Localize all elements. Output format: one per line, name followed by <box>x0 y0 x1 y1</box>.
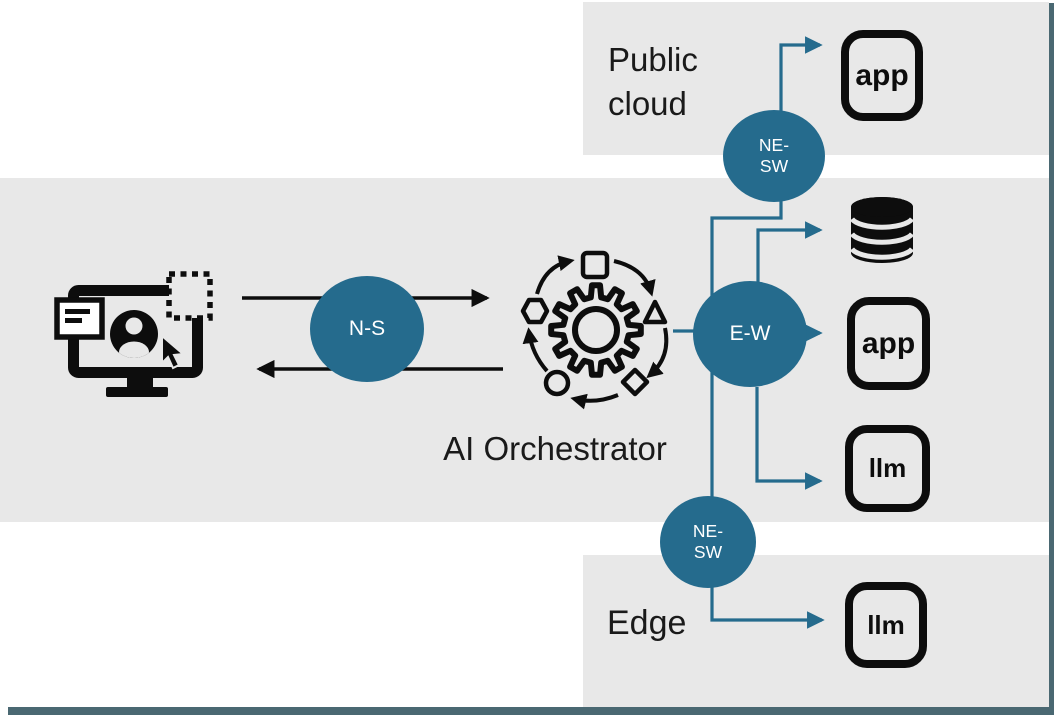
database-icon <box>849 197 915 263</box>
public-cloud-app-label: app <box>855 58 909 92</box>
orchestrator-label: AI Orchestrator <box>443 430 667 467</box>
gateway-north-south: N-S <box>310 276 424 382</box>
llm-node-label: llm <box>868 453 907 483</box>
triangle-shape <box>642 299 668 325</box>
user-workstation-icon <box>54 271 213 397</box>
gateway-east-west: E-W <box>693 281 807 387</box>
connector-nesw-to-cloud-app <box>779 36 823 112</box>
circle-shape <box>543 369 571 397</box>
gateway-nesw-top-label: NE- SW <box>758 135 790 176</box>
hexagon-shape <box>520 297 550 325</box>
id-card-icon <box>54 297 105 340</box>
frame-right-strip <box>1049 3 1054 715</box>
edge-panel <box>583 555 1049 707</box>
edge-llm-node: llm <box>845 582 927 668</box>
gateway-nesw-bottom-label: NE- SW <box>692 521 724 562</box>
square-shape <box>580 250 610 280</box>
public-cloud-app-node: app <box>841 30 923 121</box>
edge-label: Edge <box>607 604 687 642</box>
cursor-icon <box>161 333 186 370</box>
orchestrator-shapes <box>520 250 668 397</box>
user-avatar-icon <box>110 310 158 358</box>
app-node: app <box>847 297 930 390</box>
public-cloud-label: Public cloud <box>608 41 698 122</box>
connector-ew-to-llm <box>755 387 823 490</box>
gateway-nesw-bottom: NE- SW <box>660 496 756 588</box>
gateway-ns-label: N-S <box>348 317 386 340</box>
orchestrator-gear-icon <box>520 250 669 410</box>
llm-node: llm <box>845 425 930 512</box>
app-node-label: app <box>861 326 916 360</box>
frame-bottom-strip <box>8 707 1054 715</box>
gateway-ew-label: E-W <box>729 322 771 345</box>
orchestrator-cycle-arrows <box>522 255 669 410</box>
diamond-shape <box>620 367 650 397</box>
edge-llm-node-label: llm <box>867 609 905 640</box>
selection-box-icon <box>166 271 213 321</box>
connector-nesw-to-edge-llm <box>710 587 825 629</box>
gateway-nesw-top: NE- SW <box>723 110 825 202</box>
connector-ew-to-database <box>756 221 823 283</box>
